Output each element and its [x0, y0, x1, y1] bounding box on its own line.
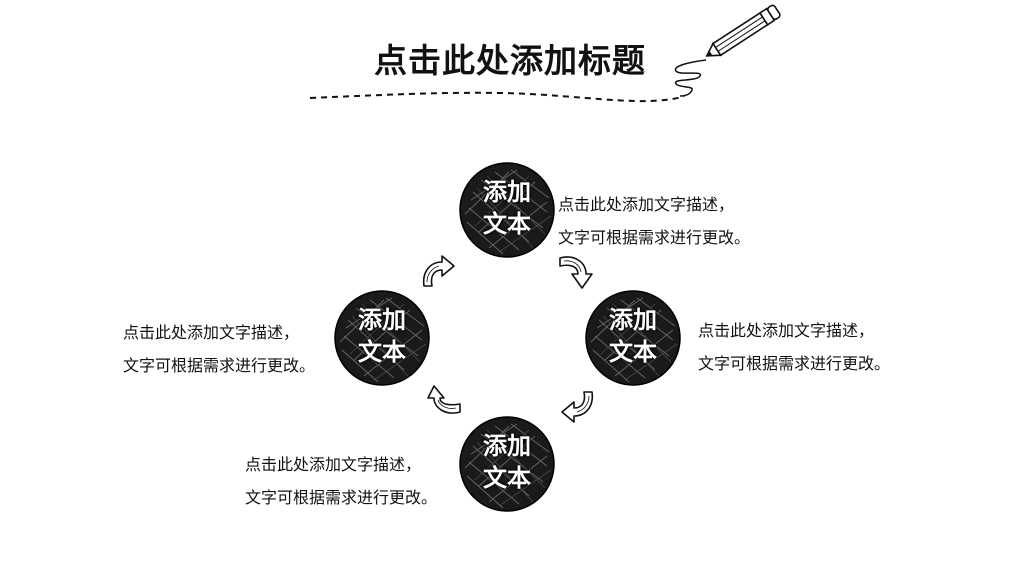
description-line1: 点击此处添加文字描述，: [698, 321, 875, 340]
description-left[interactable]: 点击此处添加文字描述， 文字可根据需求进行更改。: [123, 316, 315, 382]
dashed-underline: [309, 91, 685, 103]
description-line2: 文字可根据需求进行更改。: [698, 354, 891, 373]
node-left[interactable]: 添加 文本: [334, 290, 430, 386]
curved-arrow-icon: [561, 391, 594, 423]
curved-arrow-icon: [559, 256, 593, 289]
node-label-line1: 添加: [483, 178, 531, 206]
node-label-line1: 添加: [358, 306, 406, 334]
node-label: 添加 文本: [459, 176, 555, 240]
description-line2: 文字可根据需求进行更改。: [558, 228, 751, 247]
node-label-line1: 添加: [483, 432, 531, 460]
scribble-circle: [585, 290, 681, 386]
node-label-line2: 文本: [483, 210, 531, 238]
description-top[interactable]: 点击此处添加文字描述， 文字可根据需求进行更改。: [558, 188, 750, 254]
scribble-circle: [459, 162, 555, 258]
description-line1: 点击此处添加文字描述，: [123, 323, 300, 342]
description-line1: 点击此处添加文字描述，: [558, 195, 735, 214]
node-label: 添加 文本: [585, 304, 681, 368]
slide-title[interactable]: 点击此处添加标题: [374, 41, 646, 80]
node-right[interactable]: 添加 文本: [585, 290, 681, 386]
scribble-circle: [334, 290, 430, 386]
title-decoration: [309, 4, 781, 103]
description-line1: 点击此处添加文字描述，: [245, 455, 422, 474]
scribble-circle: [459, 416, 555, 512]
description-line2: 文字可根据需求进行更改。: [123, 356, 316, 375]
node-label: 添加 文本: [459, 430, 555, 494]
node-top[interactable]: 添加 文本: [459, 162, 555, 258]
pencil-icon: [705, 4, 781, 57]
description-right[interactable]: 点击此处添加文字描述， 文字可根据需求进行更改。: [698, 314, 890, 380]
node-label: 添加 文本: [334, 304, 430, 368]
node-label-line2: 文本: [358, 338, 406, 366]
node-label-line1: 添加: [609, 306, 657, 334]
node-label-line2: 文本: [609, 338, 657, 366]
description-bottom[interactable]: 点击此处添加文字描述， 文字可根据需求进行更改。: [245, 448, 437, 514]
node-bottom[interactable]: 添加 文本: [459, 416, 555, 512]
description-line2: 文字可根据需求进行更改。: [245, 488, 438, 507]
node-label-line2: 文本: [483, 464, 531, 492]
curved-arrow-icon: [427, 385, 461, 414]
curved-arrow-icon: [422, 255, 455, 287]
scribble-line: [674, 59, 707, 97]
